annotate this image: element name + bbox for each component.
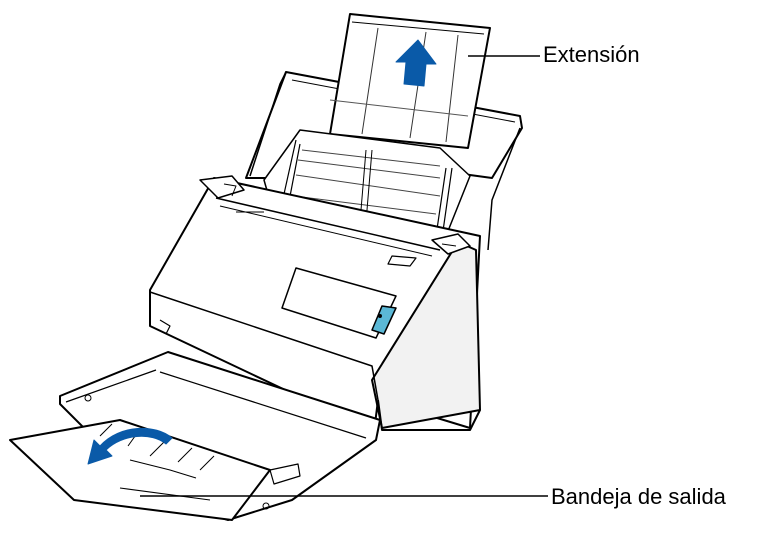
callout-output-tray-label: Bandeja de salida: [551, 486, 726, 508]
callout-extension-label: Extensión: [543, 44, 640, 66]
